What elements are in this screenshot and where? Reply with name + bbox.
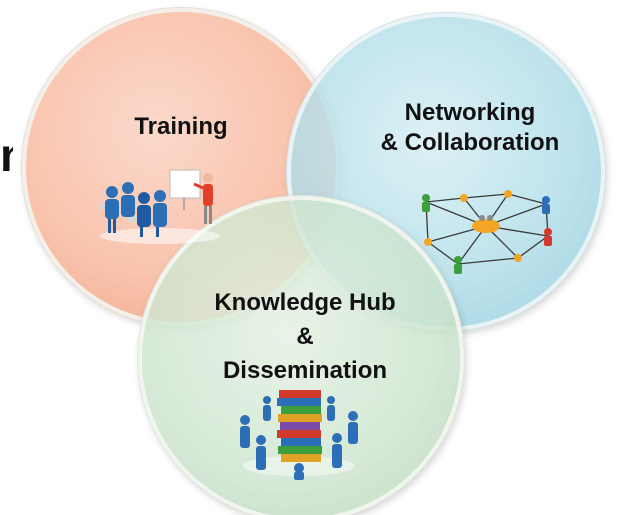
knowledge-label-line2: &	[296, 323, 314, 350]
training-label-text: Training	[134, 113, 228, 140]
networking-label: Networking & Collaboration	[340, 98, 600, 158]
networking-label-line1: Networking	[404, 99, 536, 126]
knowledge-label: Knowledge Hub & Dissemination	[170, 286, 440, 388]
network-diagram-icon	[422, 190, 552, 274]
clipped-title-fragment: n	[0, 130, 13, 180]
knowledge-label-line1: Knowledge Hub	[214, 289, 396, 316]
books-people-icon	[240, 390, 358, 480]
training-label: Training	[96, 112, 266, 142]
networking-label-line2: & Collaboration	[380, 129, 560, 156]
knowledge-circle	[138, 196, 464, 515]
classroom-training-icon	[100, 169, 220, 244]
knowledge-label-line3: Dissemination	[222, 357, 388, 384]
